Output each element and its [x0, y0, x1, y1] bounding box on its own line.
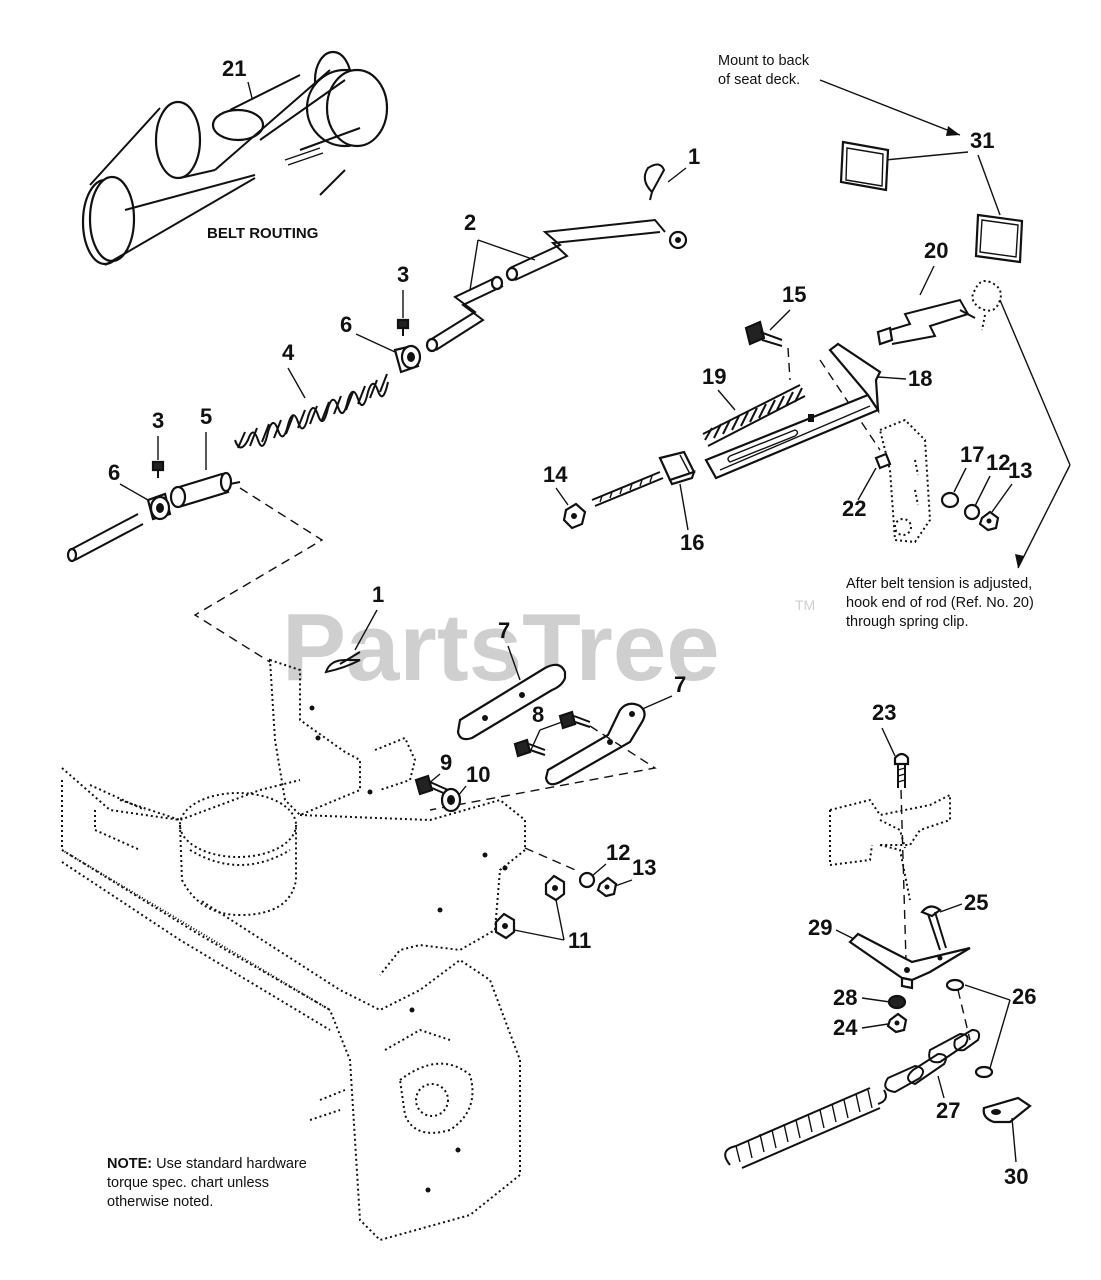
washer-17: [940, 491, 960, 509]
seat-deck-mount-dashed: [829, 793, 951, 901]
callout-29: 29: [808, 915, 832, 940]
lockwasher-12-upper: [963, 503, 981, 521]
bracket-18: [704, 342, 882, 480]
callout-6-upper: 6: [340, 312, 352, 337]
tractor-frame: [61, 658, 526, 1242]
callout-26: 26: [1012, 984, 1036, 1009]
nut-22: [874, 452, 892, 470]
adjuster-block-16: [658, 450, 696, 486]
watermark-trademark: TM: [795, 597, 815, 613]
callout-10: 10: [466, 762, 490, 787]
belt-tension-note-line-3: through spring clip.: [846, 614, 969, 630]
callout-28: 28: [833, 985, 857, 1010]
hardware-note-line-1: NOTE: Use standard hardware: [107, 1156, 307, 1172]
callout-24: 24: [833, 1015, 858, 1040]
watermark: PartsTree: [282, 594, 720, 701]
callout-9: 9: [440, 750, 452, 775]
nut-11a: [544, 874, 566, 902]
lockwasher-12-lower: [578, 871, 596, 889]
set-screw-3-upper: [396, 318, 410, 336]
mounting-bracket-dashed: [878, 418, 932, 544]
callout-8: 8: [532, 702, 544, 727]
mount-note-line-2: of seat deck.: [718, 72, 800, 88]
callout-20: 20: [924, 238, 948, 263]
strap-7-lower: [544, 702, 646, 786]
decal-31b: [974, 213, 1024, 264]
collar-6-lower: [146, 492, 172, 521]
washer-26a: [945, 978, 965, 992]
callout-22: 22: [842, 496, 866, 521]
nut-13-lower: [596, 876, 618, 898]
callout-3-upper: 3: [397, 262, 409, 287]
spacer-10: [440, 787, 462, 813]
callout-17-upper: 17: [960, 442, 984, 467]
clevis-pin-25: [920, 905, 947, 951]
callout-13-upper: 13: [1008, 458, 1032, 483]
callout-7-upper: 7: [498, 618, 510, 643]
bolt-8a: [558, 710, 591, 730]
cotter-pin-1-top: [643, 163, 666, 201]
extension-spring: [724, 1087, 887, 1169]
callout-15: 15: [782, 282, 806, 307]
hardware-note-line-2: torque spec. chart unless: [107, 1175, 269, 1191]
callout-1-lower: 1: [372, 582, 384, 607]
callout-25: 25: [964, 890, 988, 915]
bracket-30: [982, 1096, 1032, 1124]
belt-tension-note-line-2: hook end of rod (Ref. No. 20): [846, 595, 1034, 611]
bolt-15: [744, 320, 783, 347]
callout-30: 30: [1004, 1164, 1028, 1189]
washer-26b: [974, 1065, 994, 1079]
decal-31a: [839, 140, 890, 192]
callout-6-lower: 6: [108, 460, 120, 485]
callout-1-top: 1: [688, 144, 700, 169]
belt-routing-illustration: BELT ROUTING 21: [81, 50, 389, 266]
bolt-8b: [513, 738, 546, 758]
lockwasher-28: [887, 994, 907, 1010]
belt-tension-note-line-1: After belt tension is adjusted,: [846, 576, 1032, 592]
callout-31: 31: [970, 128, 994, 153]
callout-23: 23: [872, 700, 896, 725]
callout-12-upper: 12: [986, 450, 1010, 475]
callout-21: 21: [222, 56, 246, 81]
belt-routing-label: BELT ROUTING: [207, 225, 318, 242]
callout-11: 11: [568, 928, 591, 953]
pivot-5: [169, 471, 241, 509]
callout-18: 18: [908, 366, 932, 391]
callout-5: 5: [200, 404, 212, 429]
callout-27: 27: [936, 1098, 960, 1123]
rod-20: [876, 298, 976, 346]
nut-13-upper: [978, 510, 1000, 532]
hardware-note-line-3: otherwise noted.: [107, 1194, 213, 1210]
set-screw-3-lower: [151, 460, 165, 478]
callout-7-lower: 7: [674, 672, 686, 697]
callout-2: 2: [464, 210, 476, 235]
spring-clip: [971, 280, 1002, 331]
rod-2: [425, 218, 666, 353]
callout-3-lower: 3: [152, 408, 164, 433]
nut-14: [562, 502, 587, 530]
chain-27: [884, 1028, 981, 1094]
collar-6-upper: [393, 344, 422, 374]
callout-19: 19: [702, 364, 726, 389]
bolt-9: [414, 774, 449, 796]
strap-7-upper: [456, 663, 567, 741]
mount-note-line-1: Mount to back: [718, 53, 810, 69]
threaded-rod: [591, 471, 664, 507]
nut-24: [886, 1012, 908, 1034]
callout-4: 4: [282, 340, 295, 365]
spring-4: [234, 373, 389, 449]
callout-14: 14: [543, 462, 568, 487]
pin-rod: [66, 513, 144, 563]
bracket-29: [848, 932, 971, 990]
callout-12-lower: 12: [606, 840, 630, 865]
cotter-pin-1-lower: [324, 651, 361, 674]
nut-11b: [494, 912, 516, 940]
spring-19: [702, 384, 806, 447]
callout-16: 16: [680, 530, 704, 555]
bolt-23: [893, 752, 910, 788]
callout-13-lower: 13: [632, 855, 656, 880]
